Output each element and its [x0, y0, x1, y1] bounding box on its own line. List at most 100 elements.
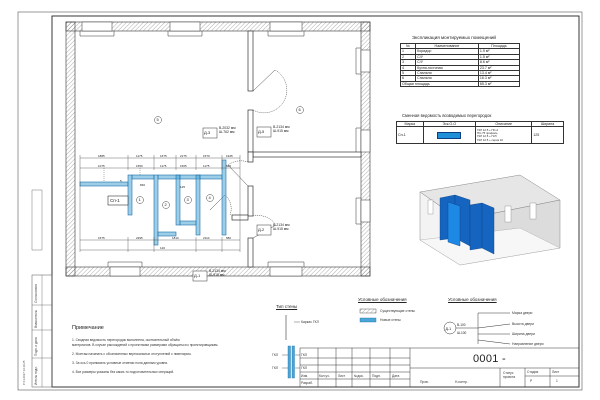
door-dims-d1: В-2134 мм Ш-915 мм — [209, 269, 226, 277]
door-tag-label: Д-1 — [194, 273, 201, 278]
note-line: материалов. В случае расхождений с проек… — [72, 343, 219, 347]
note-line: 4. Все размеры указаны без каких-то подг… — [72, 370, 175, 374]
legend-swatches — [359, 308, 377, 323]
title-block — [299, 347, 580, 388]
symbol-mark-label: Марка двери — [512, 311, 533, 315]
table-row: Сп-1 ГКЛ 12.5 + ПС-2 ПС-75 профиль ГКЛ 1… — [396, 126, 564, 145]
tb-col-header: Кол.уч. — [319, 374, 330, 378]
door-tag-label: Д-3 — [204, 130, 211, 135]
dim-label: 2110 — [203, 236, 210, 240]
dim-label: 1175 — [160, 164, 167, 168]
door-width: Ш-915 мм — [273, 227, 289, 232]
door-dims-d3: В-2032 мм Ш-762 мм — [219, 126, 236, 134]
new-partitions — [79, 159, 227, 246]
dim-label: 1175 — [136, 154, 143, 158]
door-dims-d2: В-2134 мм Ш-915 мм — [273, 223, 290, 231]
symbol-height: В-100 — [457, 323, 466, 327]
project-status-label: Статус проекта — [503, 371, 516, 379]
rooms-table-title: Экспликация монтируемых помещений — [412, 35, 496, 40]
gkl-label: ГКЛ — [272, 353, 279, 357]
note-line: 1. Сводная ведомость перегородок выполне… — [72, 338, 180, 342]
dim-label: 5 — [120, 179, 122, 183]
sheet-label: Лист — [552, 370, 560, 374]
note-line: 3. За ось 0 принимать условные отметки п… — [72, 361, 169, 365]
gkl-label: ГКЛ — [301, 353, 308, 357]
dim-label: 1575 — [98, 236, 105, 240]
partition-sketch-swatch — [437, 131, 462, 139]
partition-mark: Сп-1 — [396, 126, 424, 145]
symbol-direction-label: Направление двери — [512, 342, 544, 346]
door-height: В-2134 мм — [209, 269, 226, 273]
dim-label: 830 — [140, 183, 146, 187]
legend-new-walls: Новые стены — [380, 318, 401, 322]
symbol-width-label: Ширина двери — [512, 332, 535, 336]
rooms-total-value: 65.3 м² — [477, 80, 521, 88]
door-tag-label: Д-2 — [258, 227, 265, 232]
stamp-text: Р 01.2017 13.10.25 — [22, 360, 26, 385]
door-tag-d3: Д-3 — [204, 130, 210, 135]
gkl-label: ГКЛ — [272, 366, 279, 370]
door-width: Ш-915 мм — [273, 129, 289, 134]
room-number: 1 — [138, 197, 141, 202]
outer-border — [17, 11, 583, 391]
dim-label: 125 — [180, 185, 186, 189]
room-markers — [136, 106, 304, 209]
partition-header-width: Ширина — [531, 120, 564, 128]
door-height: В-2134 мм — [273, 125, 290, 129]
rooms-header-num: № — [399, 42, 417, 50]
room-number: 2 — [164, 202, 167, 207]
gkl-label: ГКЛ — [301, 366, 308, 370]
dim-label: 1175 — [203, 164, 210, 168]
door-width: Ш-762 мм — [219, 130, 235, 135]
door-height: В-2134 мм — [273, 223, 290, 227]
outer-walls — [65, 21, 371, 277]
dim-label: 580 — [226, 236, 232, 240]
legend-title: Условные обозначения — [358, 297, 407, 302]
tb-row-label: Н.контр. — [455, 380, 468, 384]
room-number: 6 — [298, 107, 301, 112]
sheet-number: 0001 - — [473, 353, 506, 365]
rooms-total-label: Общая площадь — [400, 80, 479, 88]
dimension-lines — [79, 155, 241, 252]
door-width: Ш-915 мм — [209, 273, 225, 278]
partition-desc: ГКЛ 12.5 + ПС-2 ПС-75 профиль ГКЛ 12.5 +… — [475, 126, 533, 145]
table-total-row: Общая площадь 65.3 м² — [400, 80, 521, 88]
door-tag-boxes — [192, 126, 272, 282]
partition-width: 125 — [531, 126, 564, 145]
legend-existing-walls: Существующие стены — [380, 309, 415, 313]
tb-row-label: Пров. — [420, 380, 429, 384]
partition-header-desc: Описание — [475, 120, 533, 128]
tb-row-label: Разраб. — [301, 381, 313, 385]
tb-col-header: Дата — [392, 374, 400, 378]
strip-label: Инв.№ подл. — [34, 366, 38, 385]
door-tag-d1: Д-1 — [194, 273, 200, 278]
dim-label: 1945 — [226, 154, 233, 158]
notes-title: Примечание — [72, 325, 104, 331]
stage-value: Р — [530, 379, 533, 383]
symbol-width: Ш-100 — [457, 331, 467, 335]
partition-desc-line: ГКЛ 12.5 + ГКЛ — [477, 134, 497, 139]
door-tag-d5: Д-5 — [258, 129, 264, 134]
rooms-header-area: Площадь — [477, 42, 521, 50]
note-line: 2. Монтаж начинать с обозначенных вертик… — [72, 352, 192, 356]
partition-sketch — [422, 126, 477, 145]
rooms-table: № Наименование Площадь 1 Коридор 1.9 м² … — [399, 42, 521, 88]
dim-label: 1675 — [160, 154, 167, 158]
sheet-value: 1 — [556, 379, 558, 383]
door-symbol — [443, 312, 511, 345]
dim-label: 1550 — [136, 164, 143, 168]
dim-label: 1505 — [180, 164, 187, 168]
tb-col-header: №док. — [354, 374, 364, 378]
isometric-view — [419, 174, 561, 266]
partition-label: Сп-1 — [110, 198, 120, 203]
partition-desc-line: ГКЛ 12.5 + ПС-2 — [477, 127, 499, 132]
wall-type-title: Тип стены — [276, 304, 298, 309]
room-number: 5 — [156, 117, 159, 122]
strip-label: Согласовано — [34, 283, 38, 303]
partition-table-title: Сменная ведомость возводимых перегородок — [402, 113, 492, 118]
dim-label: 2395 — [136, 236, 143, 240]
windows — [81, 21, 371, 277]
door-tag-d2: Д-2 — [258, 227, 264, 232]
door-height: В-2032 мм — [219, 126, 236, 130]
